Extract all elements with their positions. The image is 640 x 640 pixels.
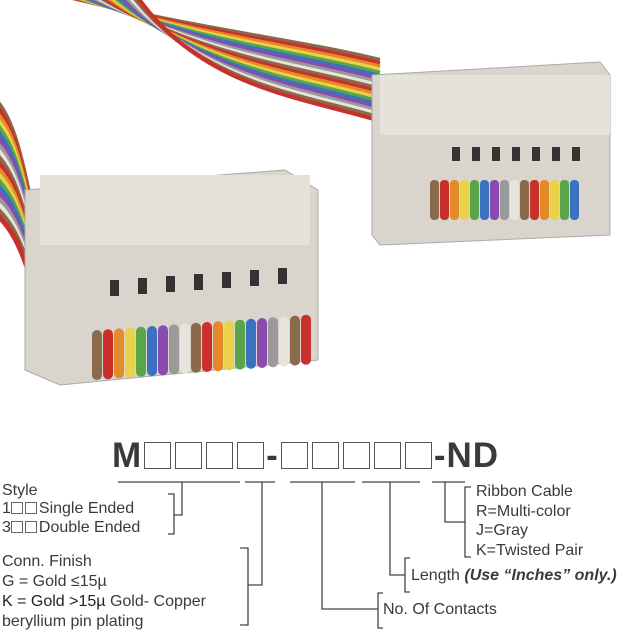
contact-slot [194, 274, 203, 290]
cable-label: Ribbon Cable [476, 483, 573, 500]
contact-slot [278, 268, 287, 284]
wire-end [540, 180, 549, 220]
cable-option-r: R=Multi-color [476, 503, 571, 520]
contact-slot [572, 147, 580, 161]
wire-end [246, 318, 256, 369]
suffix: -ND [433, 436, 500, 475]
wire-end [92, 330, 102, 380]
contact-slot [250, 270, 259, 286]
cable-option-j: J=Gray [476, 522, 529, 539]
cable-option-k: K=Twisted Pair [476, 542, 584, 559]
wire-end [430, 180, 439, 220]
contact-slot [512, 147, 520, 161]
ribbon-cable-illustration [0, 0, 611, 386]
contact-slot [492, 147, 500, 161]
contact-slot [166, 276, 175, 292]
contact-slot [532, 147, 540, 161]
wire-end [530, 180, 539, 220]
wire-end [500, 180, 509, 220]
wire-end [136, 326, 146, 377]
contacts-label: No. Of Contacts [383, 601, 497, 618]
wire-end [560, 180, 569, 220]
wire-end [257, 318, 267, 368]
wire-end [114, 328, 124, 379]
wire-end [520, 180, 529, 220]
contact-slot [110, 280, 119, 296]
connector-right-top [380, 75, 610, 135]
wire [137, 0, 381, 123]
contact-slot [452, 147, 460, 161]
wire-end [158, 325, 168, 376]
wire-end [169, 324, 179, 375]
wire-end [470, 180, 479, 220]
wire-end [290, 315, 300, 366]
wire-end [147, 326, 157, 376]
wire-end [191, 322, 201, 373]
length-label: Length (Use “Inches” only.) [411, 567, 617, 584]
wire-end [550, 180, 559, 220]
contact-slot [552, 147, 560, 161]
finish-option-k-line2: beryllium pin plating [2, 613, 144, 630]
wire-end [460, 180, 469, 220]
wire-end [301, 314, 311, 365]
wire-end [125, 327, 135, 378]
wire-end [224, 320, 234, 371]
wire-end [180, 323, 190, 374]
prefix: M [112, 436, 143, 475]
contact-slot [138, 278, 147, 294]
wire-end [103, 329, 113, 380]
finish-option-g: G = Gold ≤15µ [2, 573, 107, 590]
connector-left-top [40, 175, 310, 245]
wire-end [202, 322, 212, 372]
wire-end [440, 180, 449, 220]
wire-end [570, 180, 579, 220]
part-number-template: M - -ND [112, 436, 499, 476]
wire-end [268, 317, 278, 368]
finish-label: Conn. Finish [2, 553, 92, 570]
wire-end [450, 180, 459, 220]
separator: - [266, 436, 279, 475]
wire-end [480, 180, 489, 220]
contact-slot [222, 272, 231, 288]
finish-option-k: K = Gold >15µ Gold- Copper [2, 593, 207, 610]
contact-slot [472, 147, 480, 161]
wire-end [490, 180, 499, 220]
wire-end [510, 180, 519, 220]
wire-end [213, 321, 223, 372]
wire-end [235, 319, 245, 370]
style-label: Style [2, 482, 38, 499]
wire-end [279, 316, 289, 367]
